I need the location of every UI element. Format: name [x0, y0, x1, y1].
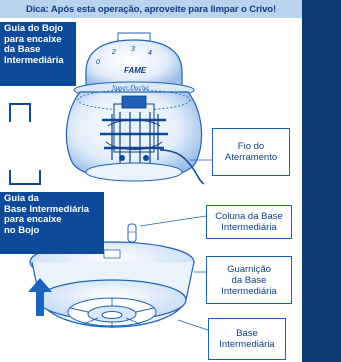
- shower-illustration: 0 2 3 4 FAME Super Ducha: [9, 32, 212, 331]
- leader-lines: [139, 159, 212, 331]
- side-bar: [302, 0, 341, 362]
- guia-base-icon: [9, 170, 41, 185]
- model-logo: Super Ducha: [112, 84, 149, 92]
- bojo-rim: [85, 162, 183, 182]
- label-fio-aterramento: Fio do Aterramento: [212, 128, 290, 176]
- coluna-base: [127, 223, 137, 243]
- label-guarnicao: Guarnição da Base Intermediária: [206, 256, 292, 304]
- dial-number: 3: [131, 46, 135, 53]
- base-intermediaria: [29, 241, 195, 328]
- tip-text: Dica: Após esta operação, aproveite para…: [25, 3, 277, 15]
- dial-number: 0: [96, 59, 100, 66]
- tip-banner: Dica: Após esta operação, aproveite para…: [0, 0, 302, 18]
- dial-number: 2: [111, 49, 116, 56]
- internal-components: [100, 95, 168, 168]
- label-guia-base: Guia da Base Intermediária para encaixe …: [0, 192, 104, 254]
- up-arrow-icon: [28, 278, 52, 316]
- dial-number: 4: [148, 50, 152, 57]
- label-coluna-base: Coluna da Base Intermediária: [206, 205, 292, 239]
- guia-bojo-icon: [9, 103, 31, 122]
- ground-wire: [159, 149, 205, 185]
- dial-numbers: 0 2 3 4: [96, 46, 152, 66]
- brand-logo: FAME: [124, 66, 147, 75]
- label-guia-bojo: Guia do Bojo para encaixe da Base Interm…: [0, 22, 76, 86]
- label-base-intermediaria: Base Intermediária: [208, 318, 286, 360]
